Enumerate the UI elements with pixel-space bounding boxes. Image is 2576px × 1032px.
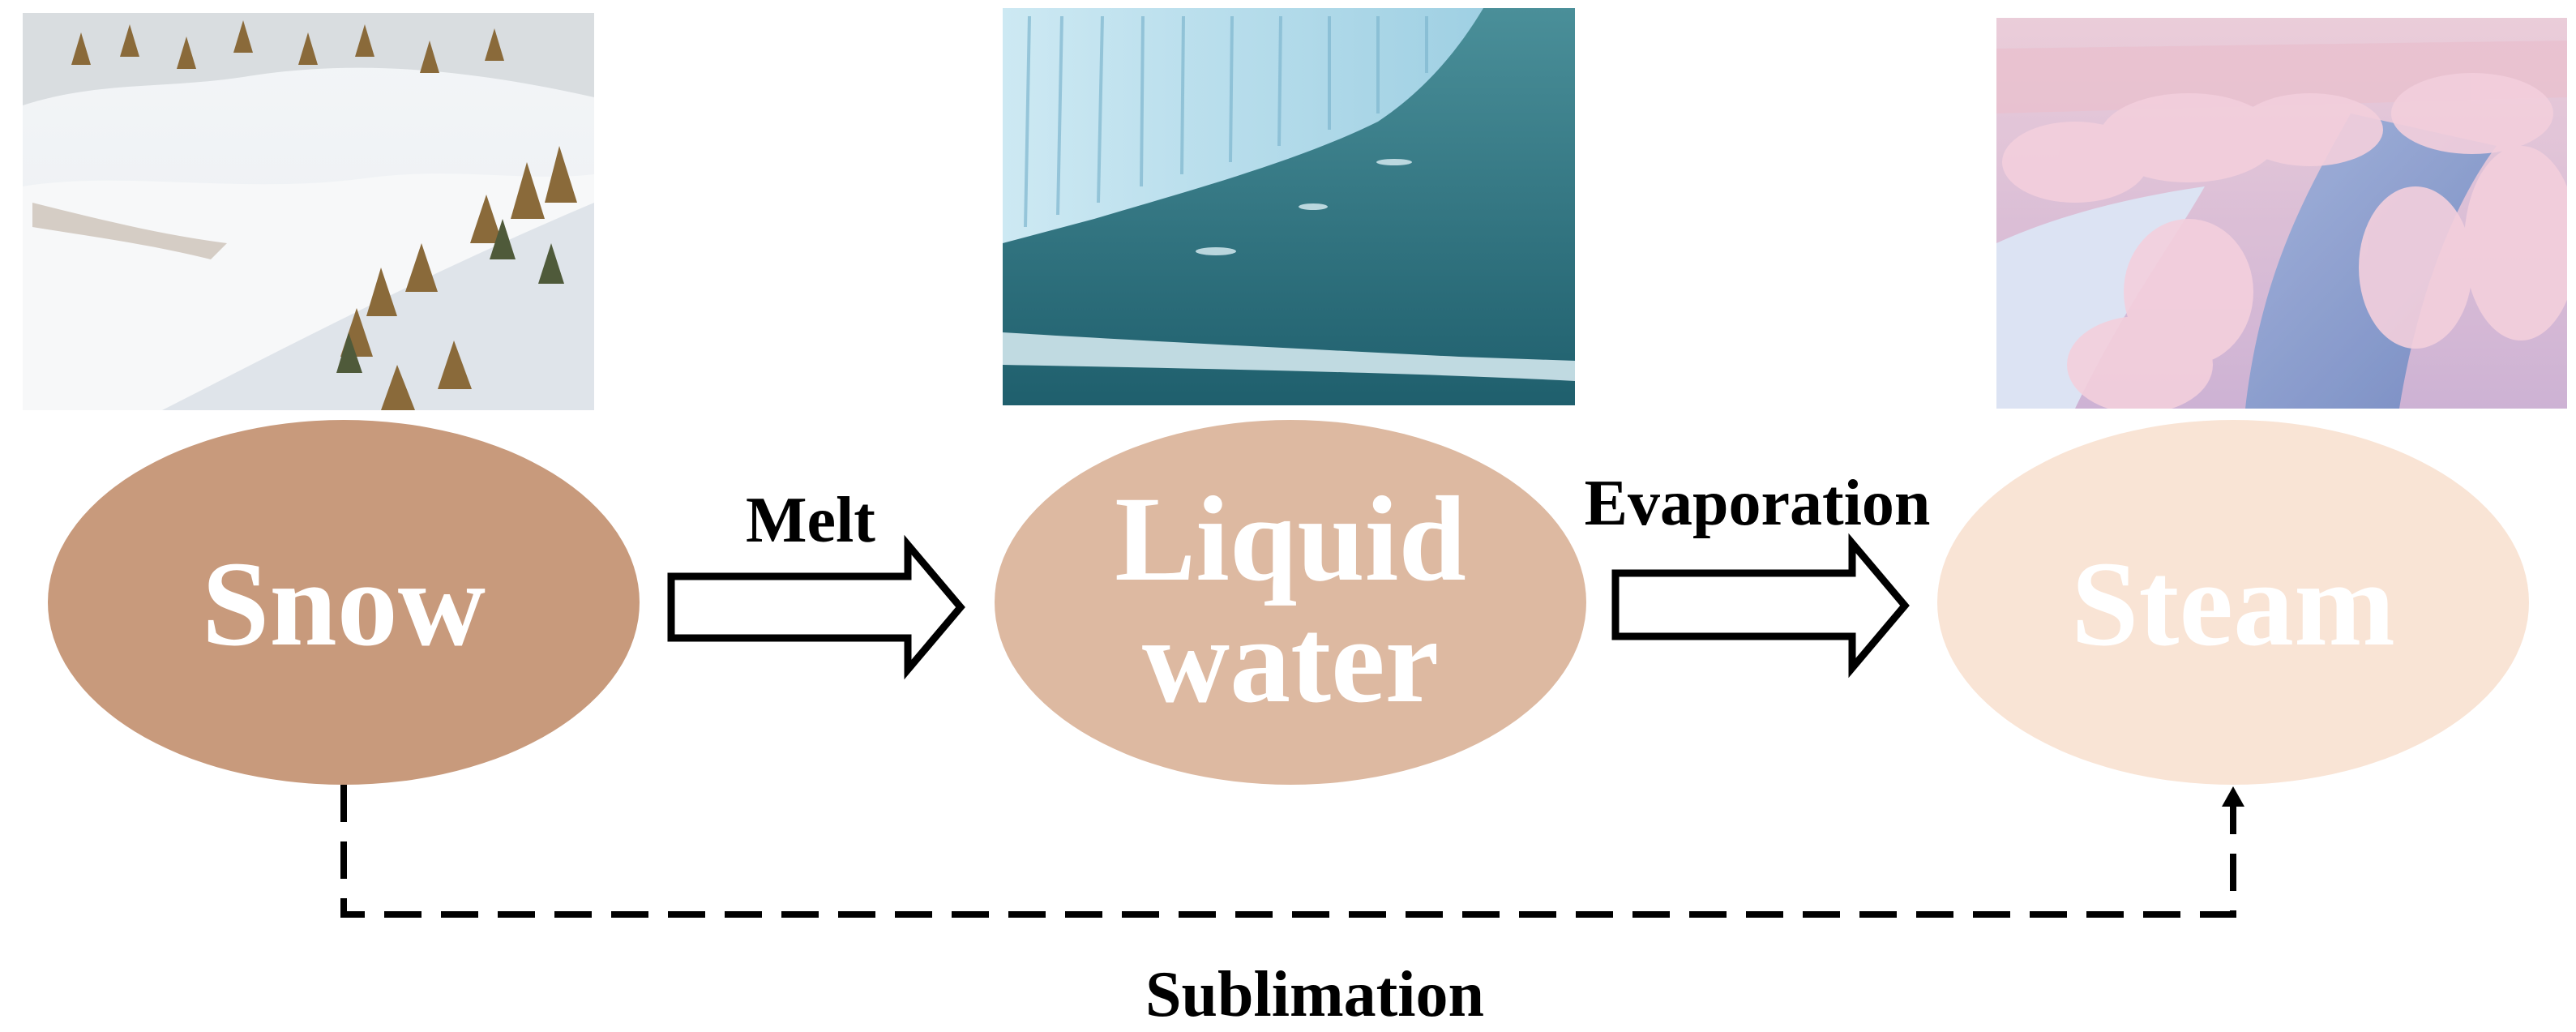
liquid-water-photo (1003, 8, 1575, 405)
liquid-water-label-line1: Liquid (1115, 472, 1466, 606)
evaporation-label: Evaporation (1585, 468, 1931, 539)
liquid-water-label-line2: water (1142, 593, 1439, 728)
evaporation-arrow (1611, 533, 1910, 679)
melt-arrow (667, 534, 965, 680)
sublimation-path (340, 785, 2236, 918)
melt-label: Melt (746, 485, 875, 556)
steam-label: Steam (2071, 537, 2395, 671)
snow-photo (23, 13, 594, 410)
sublimation-arrowhead (2222, 786, 2244, 807)
snow-label: Snow (202, 537, 486, 671)
steam-node (1937, 420, 2529, 785)
snow-node (48, 420, 640, 785)
liquid-water-node (995, 420, 1586, 785)
steam-photo (1996, 18, 2567, 409)
sublimation-label: Sublimation (1145, 959, 1484, 1030)
